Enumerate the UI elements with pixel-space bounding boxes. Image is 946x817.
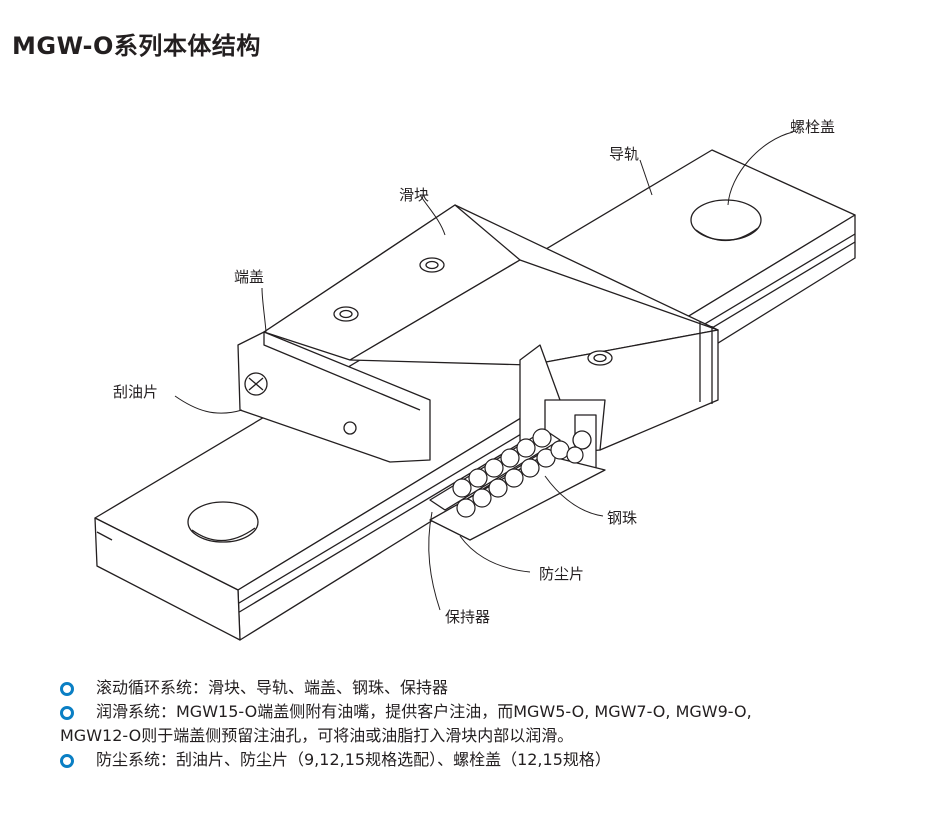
bullet-ring-icon: [60, 682, 74, 696]
bullet-ring-icon: [60, 706, 74, 720]
bullet-text-continued: MGW12-O则于端盖侧预留注油孔，可将油或油脂打入滑块内部以润滑。: [60, 726, 574, 745]
list-item: 润滑系统：MGW15-O端盖侧附有油嘴，提供客户注油，而MGW5-O, MGW7…: [60, 700, 752, 748]
label-end-cap: 端盖: [234, 268, 265, 286]
label-bolt-cap: 螺栓盖: [790, 118, 836, 136]
page-title: MGW-O系列本体结构: [12, 32, 261, 60]
label-steel-ball: 钢珠: [607, 509, 638, 527]
label-dust-plate: 防尘片: [539, 565, 585, 583]
label-block: 滑块: [399, 186, 430, 204]
rail-hole-front: [187, 501, 259, 543]
label-scraper: 刮油片: [113, 383, 159, 401]
rail-end: [94, 517, 241, 641]
linear-guide-diagram: [94, 131, 856, 641]
bullet-text: 防尘系统：刮油片、防尘片（9,12,15规格选配）、螺栓盖（12,15规格）: [96, 750, 611, 769]
label-retainer: 保持器: [445, 608, 491, 626]
label-rail: 导轨: [609, 145, 640, 163]
feature-list: 滚动循环系统：滑块、导轨、端盖、钢珠、保持器 润滑系统：MGW15-O端盖侧附有…: [60, 676, 752, 772]
bullet-ring-icon: [60, 754, 74, 768]
bullet-text: 滚动循环系统：滑块、导轨、端盖、钢珠、保持器: [96, 678, 449, 697]
list-item: 滚动循环系统：滑块、导轨、端盖、钢珠、保持器: [60, 676, 752, 700]
bullet-text: 润滑系统：MGW15-O端盖侧附有油嘴，提供客户注油，而MGW5-O, MGW7…: [96, 702, 752, 721]
list-item: 防尘系统：刮油片、防尘片（9,12,15规格选配）、螺栓盖（12,15规格）: [60, 748, 752, 772]
